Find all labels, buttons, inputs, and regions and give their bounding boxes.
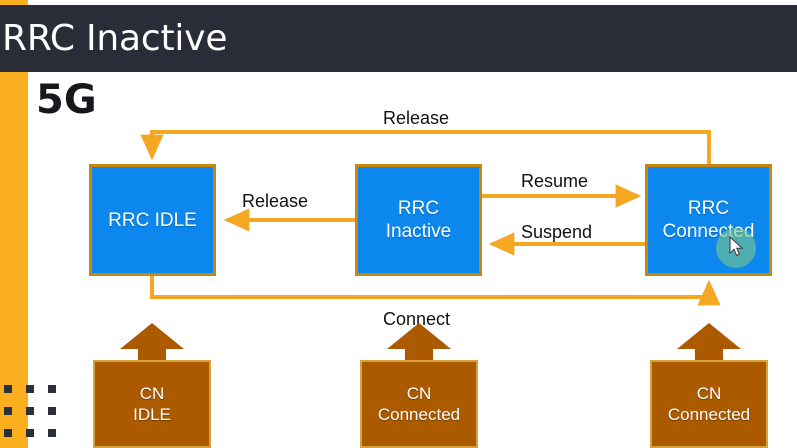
state-box-rrc-connected[interactable]: RRC Connected bbox=[645, 164, 772, 276]
edge-label-resume: Resume bbox=[521, 171, 589, 191]
cn-block-connected-right-label: CN Connected bbox=[667, 384, 751, 424]
state-box-rrc-inactive-label: RRC Inactive bbox=[385, 198, 452, 242]
cn-block-connected-mid[interactable]: CN Connected bbox=[360, 323, 478, 448]
mouse-cursor-icon bbox=[729, 236, 744, 257]
edge-label-suspend: Suspend bbox=[521, 222, 593, 242]
state-box-rrc-inactive[interactable]: RRC Inactive bbox=[355, 164, 482, 276]
decorative-dot-grid bbox=[2, 385, 72, 448]
state-box-rrc-idle[interactable]: RRC IDLE bbox=[89, 164, 216, 276]
connector-connect bbox=[150, 275, 721, 306]
up-arrow-icon bbox=[677, 323, 741, 365]
header-accent-tick bbox=[0, 0, 28, 6]
cn-block-idle-body: CN IDLE bbox=[93, 360, 211, 448]
edge-label-release-mid: Release bbox=[242, 191, 309, 211]
up-arrow-icon bbox=[120, 323, 184, 365]
up-arrow-icon bbox=[387, 323, 451, 365]
generation-label: 5G bbox=[36, 77, 97, 123]
page-title: RRC Inactive bbox=[2, 18, 228, 59]
cn-block-connected-right[interactable]: CN Connected bbox=[650, 323, 768, 448]
cn-block-connected-mid-label: CN Connected bbox=[377, 384, 461, 424]
header-bar: RRC Inactive bbox=[0, 5, 797, 72]
cn-block-connected-right-body: CN Connected bbox=[650, 360, 768, 448]
connector-release-top bbox=[140, 130, 711, 165]
edge-label-release-top: Release bbox=[383, 108, 450, 128]
cn-block-connected-mid-body: CN Connected bbox=[360, 360, 478, 448]
edge-label-connect: Connect bbox=[383, 309, 451, 329]
cn-block-idle[interactable]: CN IDLE bbox=[93, 323, 211, 448]
state-box-rrc-idle-label: RRC IDLE bbox=[108, 209, 197, 231]
cn-block-idle-label: CN IDLE bbox=[133, 384, 171, 424]
